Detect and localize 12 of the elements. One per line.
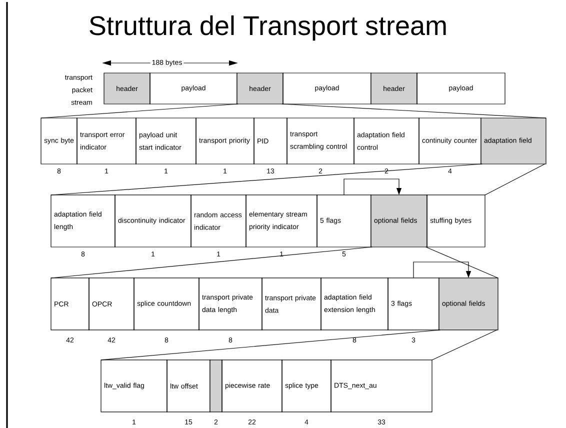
- expansion-line: [40, 104, 238, 118]
- expansion-line: [432, 330, 498, 360]
- arrow: [344, 178, 402, 196]
- title: Struttura del Transport stream: [90, 15, 446, 41]
- expansion-line: [484, 164, 546, 196]
- expansion-line: [100, 330, 440, 360]
- expansion-line: [50, 246, 372, 278]
- expansion-line: [50, 164, 482, 196]
- arrow: [413, 262, 472, 278]
- expansion-line: [426, 246, 498, 278]
- shaded-box: [210, 360, 222, 412]
- expansion-line: [282, 104, 546, 118]
